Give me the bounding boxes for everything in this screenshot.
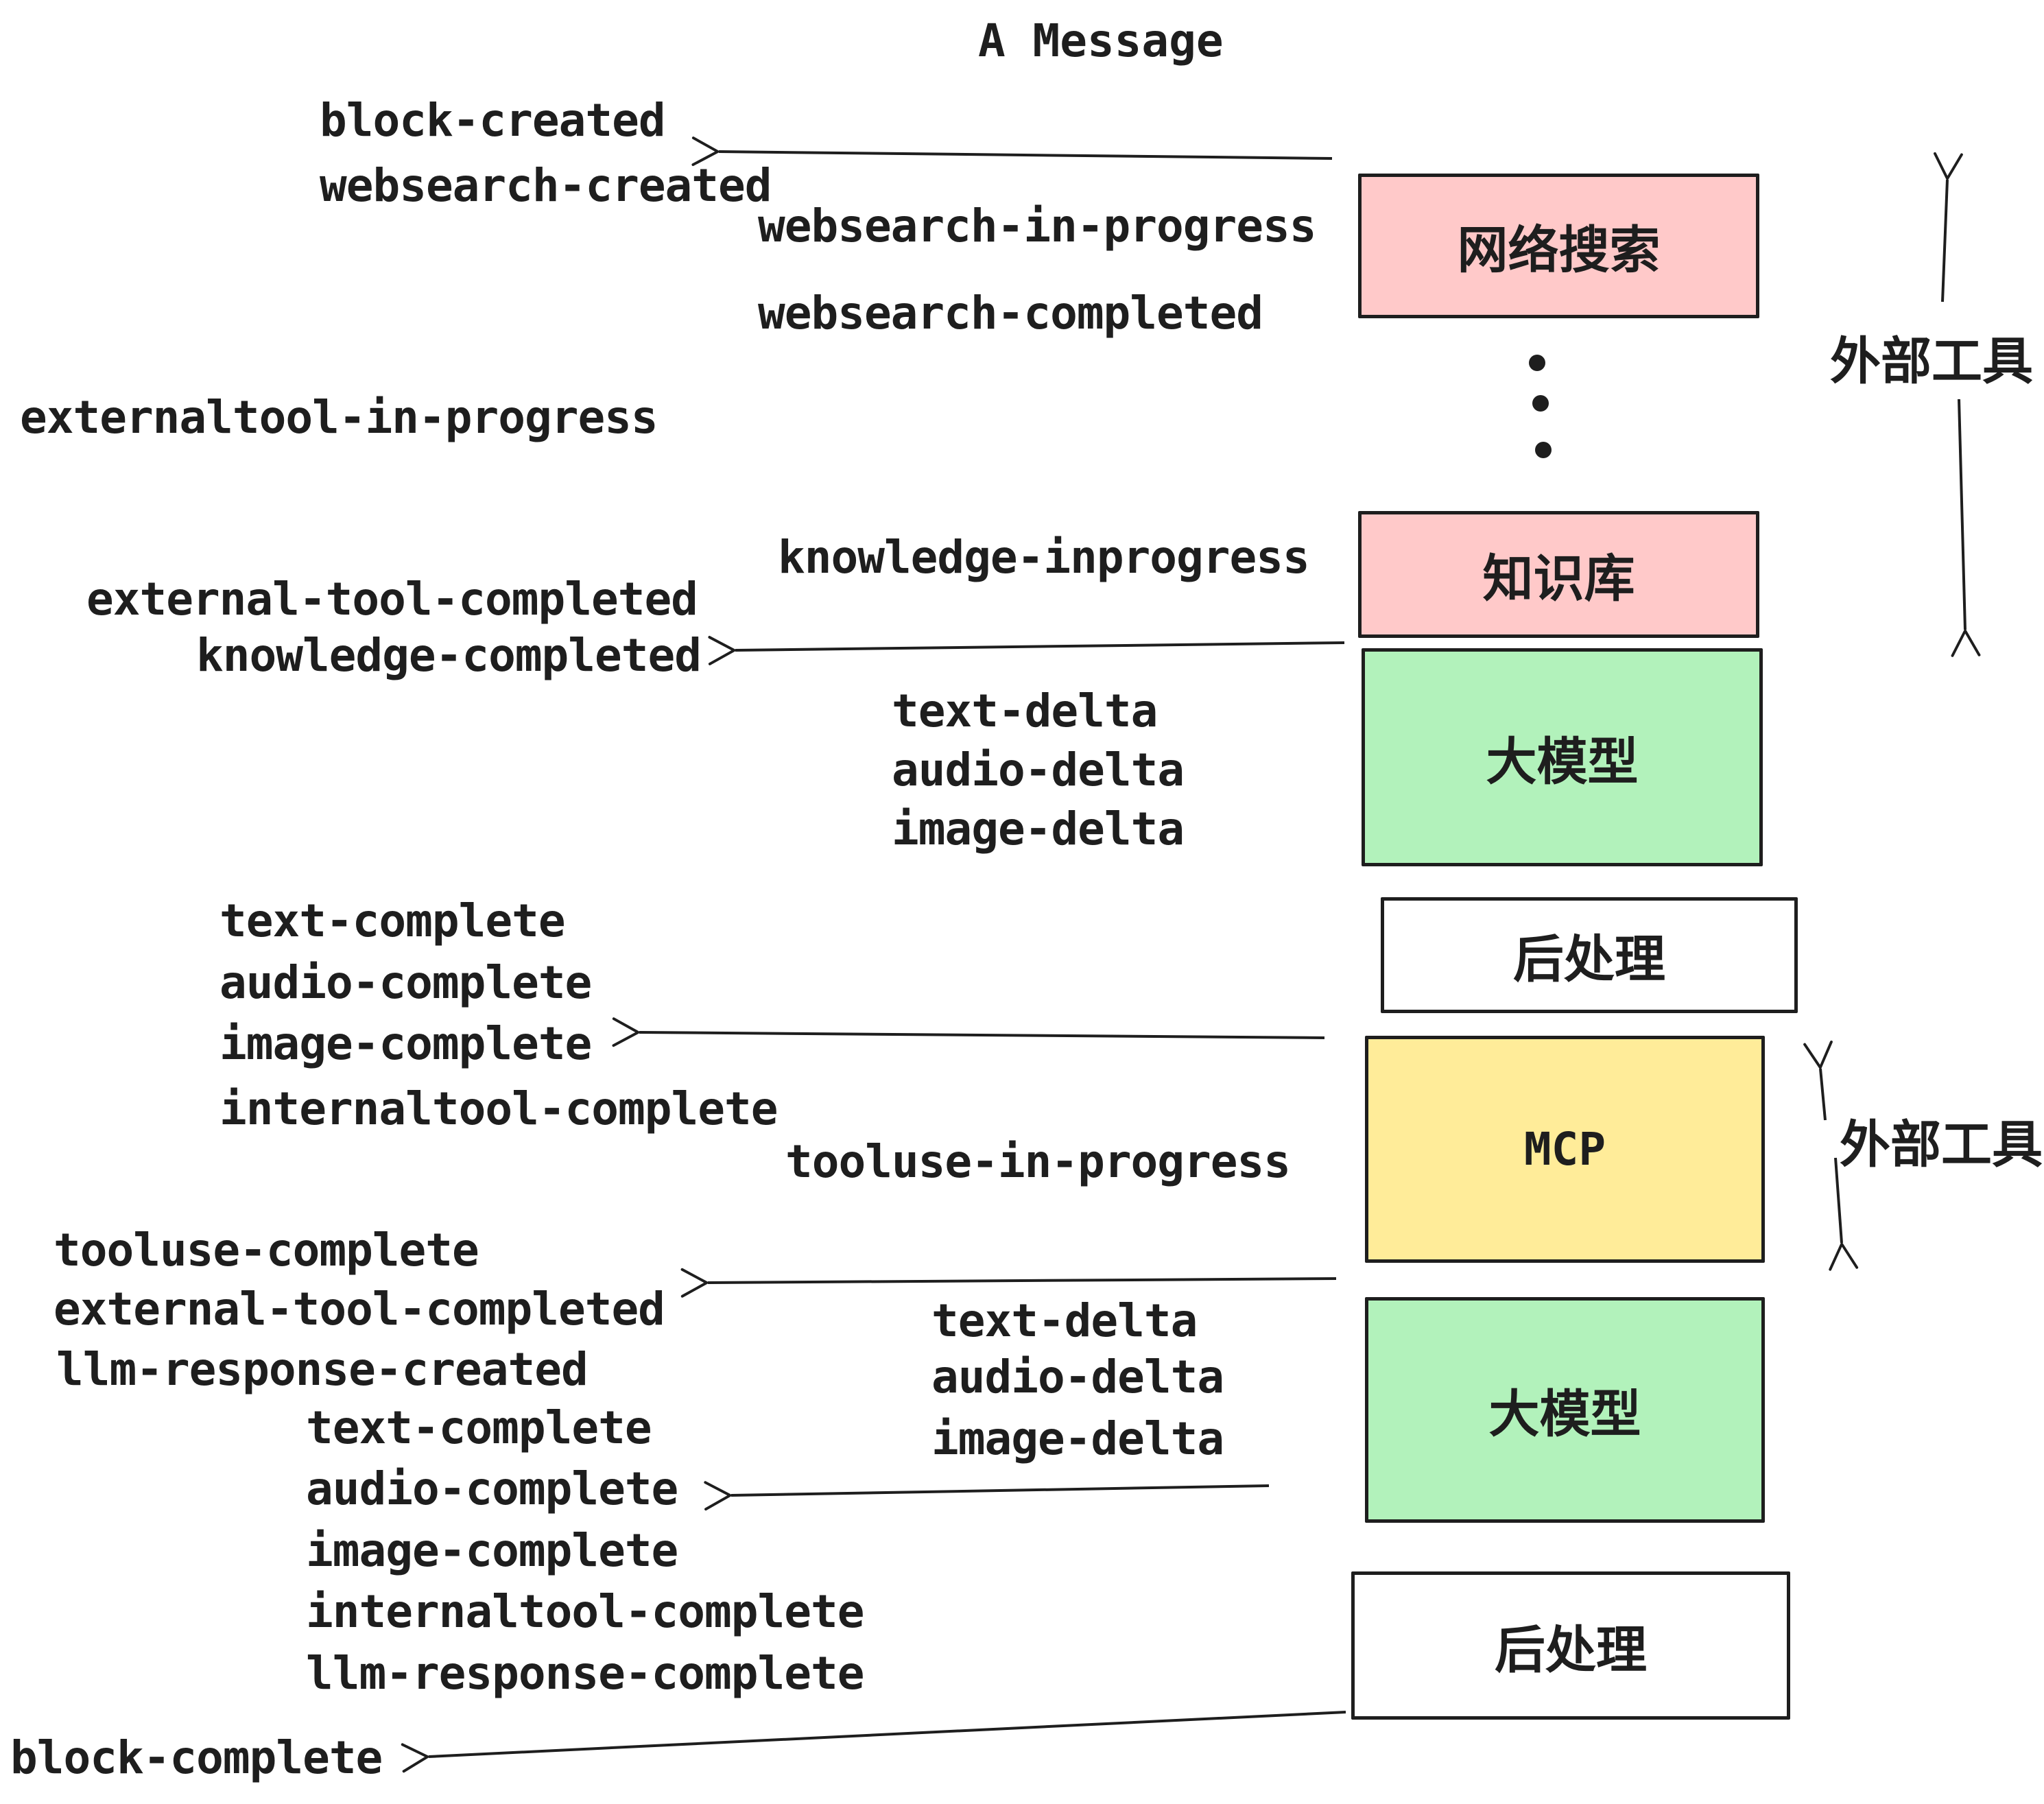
box-postprocess-1: 后处理 bbox=[1381, 897, 1798, 1013]
event-block-complete: block-complete bbox=[10, 1731, 383, 1784]
event-image-complete-1: image-complete bbox=[219, 1017, 592, 1070]
event-image-complete-2: image-complete bbox=[306, 1524, 678, 1577]
event-external-tool-completed-2: external-tool-completed bbox=[54, 1283, 665, 1336]
box-websearch: 网络搜索 bbox=[1358, 174, 1759, 318]
event-audio-complete-2: audio-complete bbox=[306, 1462, 678, 1515]
box-llm-2-label: 大模型 bbox=[1488, 1385, 1641, 1444]
diagram-title: A Message bbox=[978, 14, 1224, 67]
external-tools-span-arrow-down-1 bbox=[1951, 399, 1981, 657]
event-audio-complete-1: audio-complete bbox=[219, 956, 592, 1009]
event-audio-delta-2: audio-delta bbox=[931, 1351, 1224, 1403]
event-internaltool-complete-1: internaltool-complete bbox=[219, 1082, 778, 1135]
ellipsis-dot bbox=[1535, 442, 1552, 458]
box-mcp-label: MCP bbox=[1523, 1123, 1606, 1176]
external-tools-note-2: 外部工具 bbox=[1840, 1115, 2043, 1174]
event-text-delta-1: text-delta bbox=[892, 685, 1158, 737]
box-postprocess-2: 后处理 bbox=[1351, 1571, 1790, 1720]
arrow-to-block-complete bbox=[401, 1711, 1346, 1773]
arrow-to-image-complete bbox=[612, 1017, 1325, 1047]
event-text-delta-2: text-delta bbox=[931, 1294, 1198, 1347]
event-image-delta-2: image-delta bbox=[931, 1412, 1224, 1465]
arrow-to-knowledge-completed bbox=[708, 636, 1345, 665]
event-websearch-completed: websearch-completed bbox=[758, 287, 1263, 340]
event-tooluse-complete: tooluse-complete bbox=[54, 1224, 479, 1277]
event-tooluse-in-progress: tooluse-in-progress bbox=[785, 1135, 1291, 1188]
event-externaltool-in-progress: externaltool-in-progress bbox=[20, 391, 658, 444]
event-image-delta-1: image-delta bbox=[892, 803, 1185, 855]
event-websearch-in-progress: websearch-in-progress bbox=[758, 200, 1316, 252]
external-tools-span-arrow-up-2 bbox=[1803, 1041, 1833, 1121]
ellipsis-dot bbox=[1532, 395, 1549, 412]
event-llm-response-created: llm-response-created bbox=[56, 1343, 589, 1396]
box-llm-1-label: 大模型 bbox=[1486, 732, 1639, 792]
external-tools-span-arrow-up-1 bbox=[1934, 152, 1963, 302]
arrow-to-block-created bbox=[691, 137, 1333, 167]
box-websearch-label: 网络搜索 bbox=[1457, 221, 1661, 280]
external-tools-span-arrow-down-2 bbox=[1829, 1157, 1859, 1271]
box-llm-1: 大模型 bbox=[1362, 648, 1763, 866]
arrow-to-tooluse-complete bbox=[680, 1268, 1337, 1298]
arrow-to-audio-complete bbox=[704, 1481, 1270, 1511]
event-audio-delta-1: audio-delta bbox=[892, 744, 1185, 796]
box-postprocess-2-label: 后处理 bbox=[1495, 1620, 1647, 1680]
box-postprocess-1-label: 后处理 bbox=[1513, 930, 1665, 989]
event-external-tool-completed-1: external-tool-completed bbox=[86, 573, 698, 626]
event-knowledge-inprogress: knowledge-inprogress bbox=[778, 531, 1310, 584]
event-text-complete-2: text-complete bbox=[306, 1401, 652, 1454]
ellipsis-dot bbox=[1529, 355, 1545, 371]
event-internaltool-complete-2: internaltool-complete bbox=[306, 1585, 864, 1638]
event-text-complete-1: text-complete bbox=[219, 894, 566, 947]
box-mcp: MCP bbox=[1365, 1036, 1765, 1263]
event-block-created: block-created bbox=[320, 94, 666, 147]
box-llm-2: 大模型 bbox=[1365, 1297, 1765, 1523]
external-tools-note-1: 外部工具 bbox=[1830, 332, 2033, 391]
event-websearch-created: websearch-created bbox=[320, 159, 772, 212]
box-knowledge-base-label: 知识库 bbox=[1482, 549, 1635, 608]
box-knowledge-base: 知识库 bbox=[1358, 511, 1759, 638]
event-llm-response-complete: llm-response-complete bbox=[306, 1647, 864, 1700]
event-knowledge-completed: knowledge-completed bbox=[196, 629, 702, 682]
